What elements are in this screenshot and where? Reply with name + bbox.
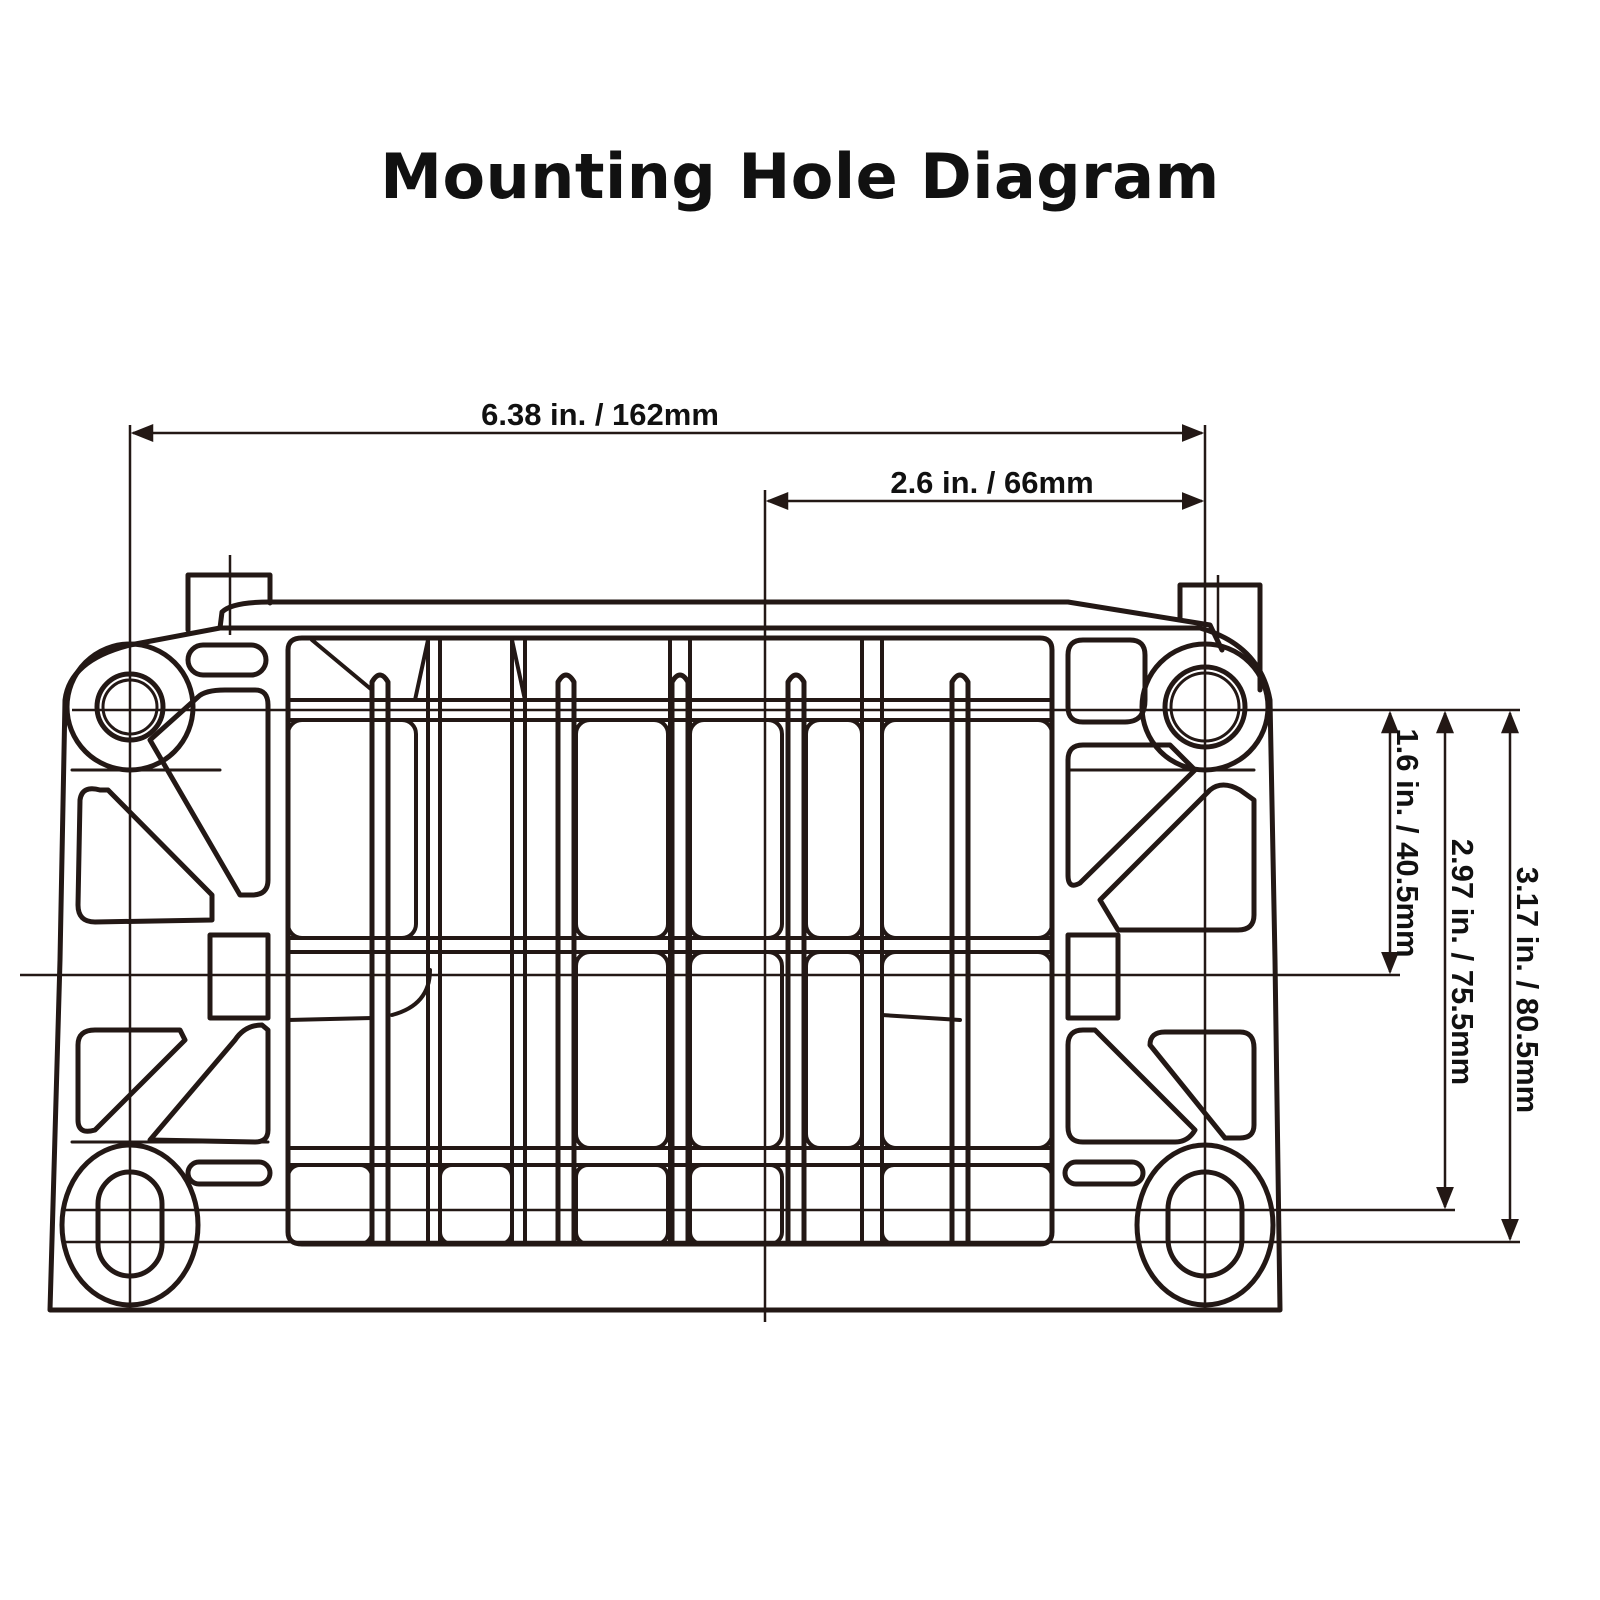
rail-1 <box>369 672 391 1247</box>
right-top-tab <box>1177 582 1263 693</box>
left-pocket-middle <box>207 932 271 1021</box>
dim-label-hole-to-slot-bottom: 3.17 in. / 80.5mm <box>1510 867 1545 1113</box>
dim-label-overall-width: 6.38 in. / 162mm <box>481 397 719 432</box>
plate-outline <box>47 625 1283 1313</box>
right-pocket-lower <box>1065 1027 1198 1145</box>
right-pocket-upper <box>1065 742 1198 888</box>
left-pocket-upper <box>75 786 215 925</box>
rail-2 <box>555 672 577 1247</box>
rail-3 <box>669 672 691 1247</box>
plate-top-rim <box>217 599 1225 653</box>
right-pocket-top <box>1065 637 1148 725</box>
dim-label-center-to-hole: 2.6 in. / 66mm <box>890 465 1093 500</box>
diagram-title: Mounting Hole Diagram <box>380 140 1220 213</box>
rail-5 <box>949 672 971 1247</box>
rail-4 <box>785 672 807 1247</box>
dim-label-hole-to-slot-center: 2.97 in. / 75.5mm <box>1445 839 1480 1085</box>
left-pocket-lower <box>75 1027 188 1134</box>
dim-label-hole-to-center: 1.6 in. / 40.5mm <box>1390 728 1425 957</box>
right-pocket-middle <box>1065 932 1121 1021</box>
